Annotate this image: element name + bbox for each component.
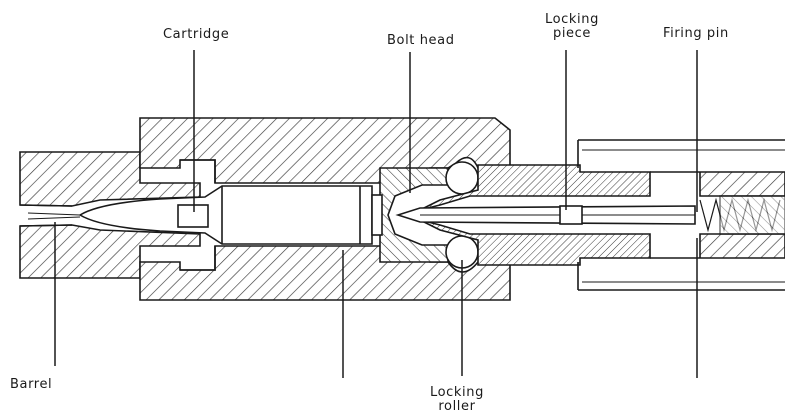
leader-lines	[54, 50, 698, 378]
firing-pin-shape	[395, 205, 696, 225]
label-firing-pin: Firing pin	[663, 26, 729, 41]
barrel-section	[19, 151, 201, 279]
label-locking-piece-line1: Locking	[545, 12, 599, 27]
label-locking-piece: Locking piece	[545, 13, 599, 41]
label-cartridge: Cartridge	[163, 27, 230, 42]
label-locking-roller-line2: roller	[438, 399, 476, 414]
locking-piece-shape	[419, 164, 651, 266]
label-locking-roller: Locking roller	[430, 386, 484, 414]
label-barrel: Barrel	[10, 377, 53, 392]
label-bolt-head: Bolt head	[387, 33, 455, 48]
bolt-carrier	[577, 139, 785, 291]
locking-rollers	[445, 161, 479, 269]
label-locking-roller-line1: Locking	[430, 385, 484, 400]
label-locking-piece-line2: piece	[552, 26, 591, 41]
